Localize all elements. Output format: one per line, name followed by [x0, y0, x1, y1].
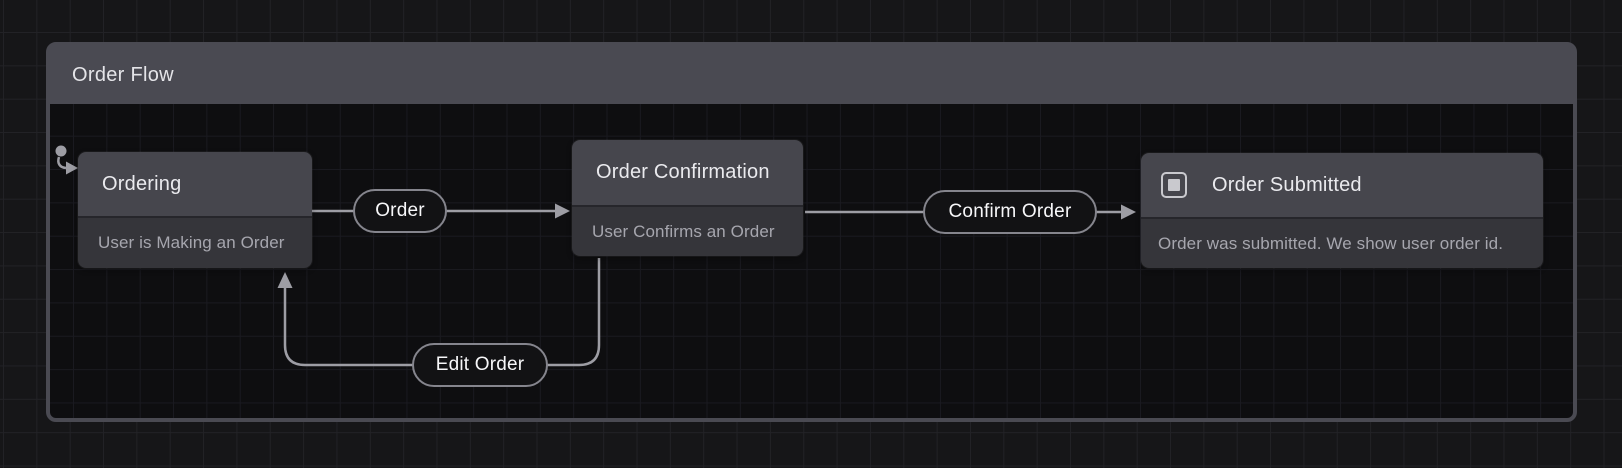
state-title: Order Submitted	[1212, 173, 1362, 196]
state-header[interactable]: Ordering	[78, 152, 312, 216]
state-node-order-confirmation[interactable]: Order Confirmation User Confirms an Orde…	[572, 140, 803, 256]
final-state-icon	[1161, 172, 1187, 198]
state-header[interactable]: Order Confirmation	[572, 140, 803, 205]
state-description: User is Making an Order	[78, 216, 312, 268]
final-state-icon-inner	[1168, 179, 1180, 191]
transition-label: Edit Order	[435, 354, 525, 375]
state-description: User Confirms an Order	[572, 205, 803, 256]
state-title: Order Confirmation	[596, 161, 770, 183]
machine-title: Order Flow	[72, 63, 174, 86]
transition-label: Order	[375, 200, 425, 221]
state-description: Order was submitted. We show user order …	[1141, 217, 1543, 268]
transition-confirm-order[interactable]: Confirm Order	[923, 190, 1097, 234]
transition-edit-order[interactable]: Edit Order	[412, 343, 548, 387]
state-node-ordering[interactable]: Ordering User is Making an Order	[78, 152, 312, 268]
state-header[interactable]: Order Submitted	[1141, 153, 1543, 217]
transition-label: Confirm Order	[948, 201, 1072, 222]
state-node-order-submitted[interactable]: Order Submitted Order was submitted. We …	[1141, 153, 1543, 268]
machine-header[interactable]: Order Flow	[50, 46, 1573, 104]
transition-order[interactable]: Order	[353, 189, 447, 233]
state-title: Ordering	[102, 172, 182, 195]
